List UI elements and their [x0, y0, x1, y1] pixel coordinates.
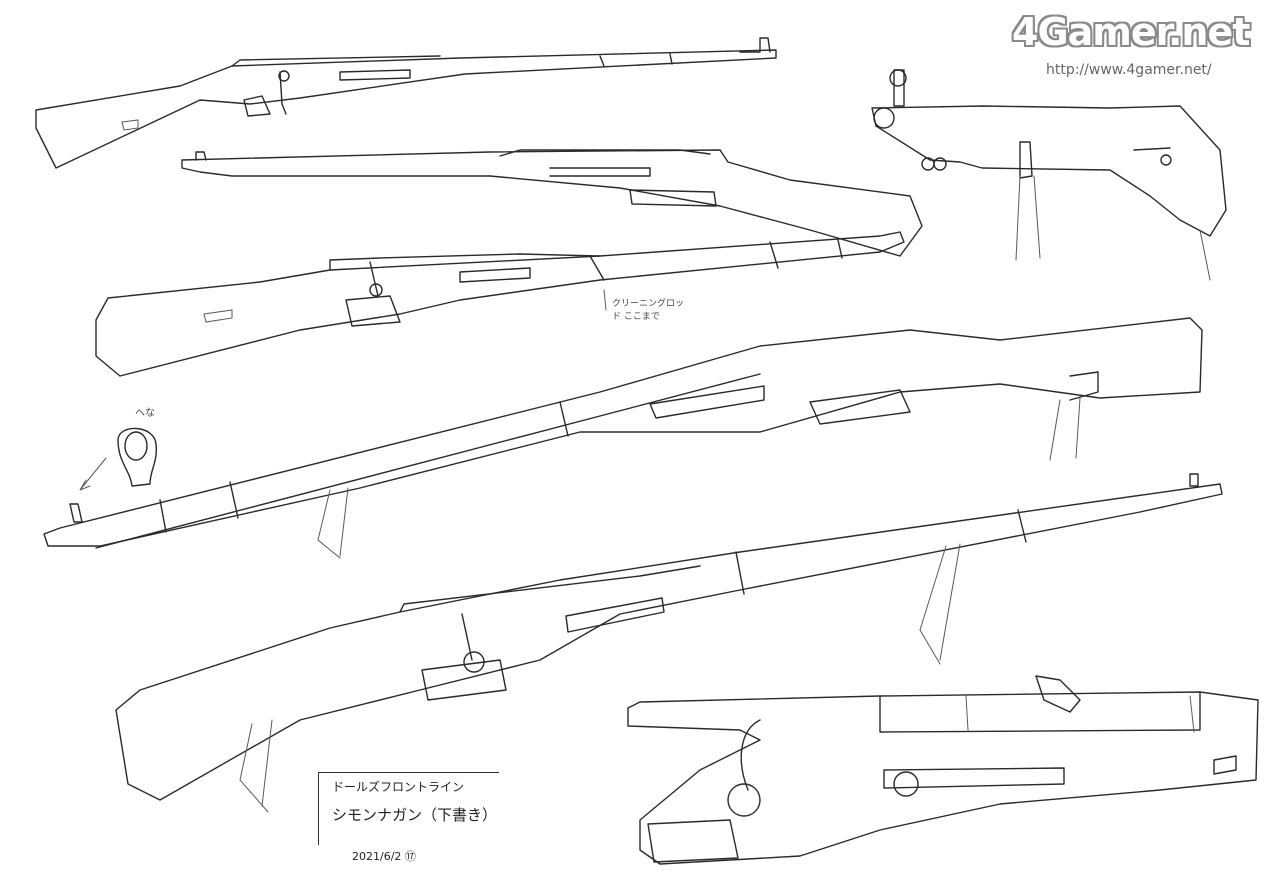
- title-character-name: シモンナガン（下書き）: [332, 806, 498, 824]
- receiver-closeup-bottom: [627, 675, 1259, 865]
- rifle-sketch-quarter-left: [95, 231, 905, 377]
- watermark-logo: 4Gamer.net: [1012, 10, 1250, 54]
- title-game-name: ドールズフロントライン: [332, 780, 465, 794]
- receiver-closeup-top: [871, 69, 1227, 281]
- front-sight-detail: [79, 427, 158, 491]
- rifle-sketch-side-top: [35, 37, 777, 169]
- title-date: 2021/6/2 ⑰: [352, 850, 416, 863]
- rifle-sketch-side-reversed: [181, 149, 923, 257]
- cleaning-rod-annotation: クリーニングロッド ここまで: [612, 299, 685, 322]
- rifle-sketch-perspective-long: [43, 317, 1203, 559]
- title-block-frame: [318, 772, 499, 845]
- watermark-url: http://www.4gamer.net/: [1046, 62, 1212, 78]
- rifle-sketch-perspective-lower: [115, 473, 1223, 813]
- sight-annotation: ヘな: [135, 408, 155, 419]
